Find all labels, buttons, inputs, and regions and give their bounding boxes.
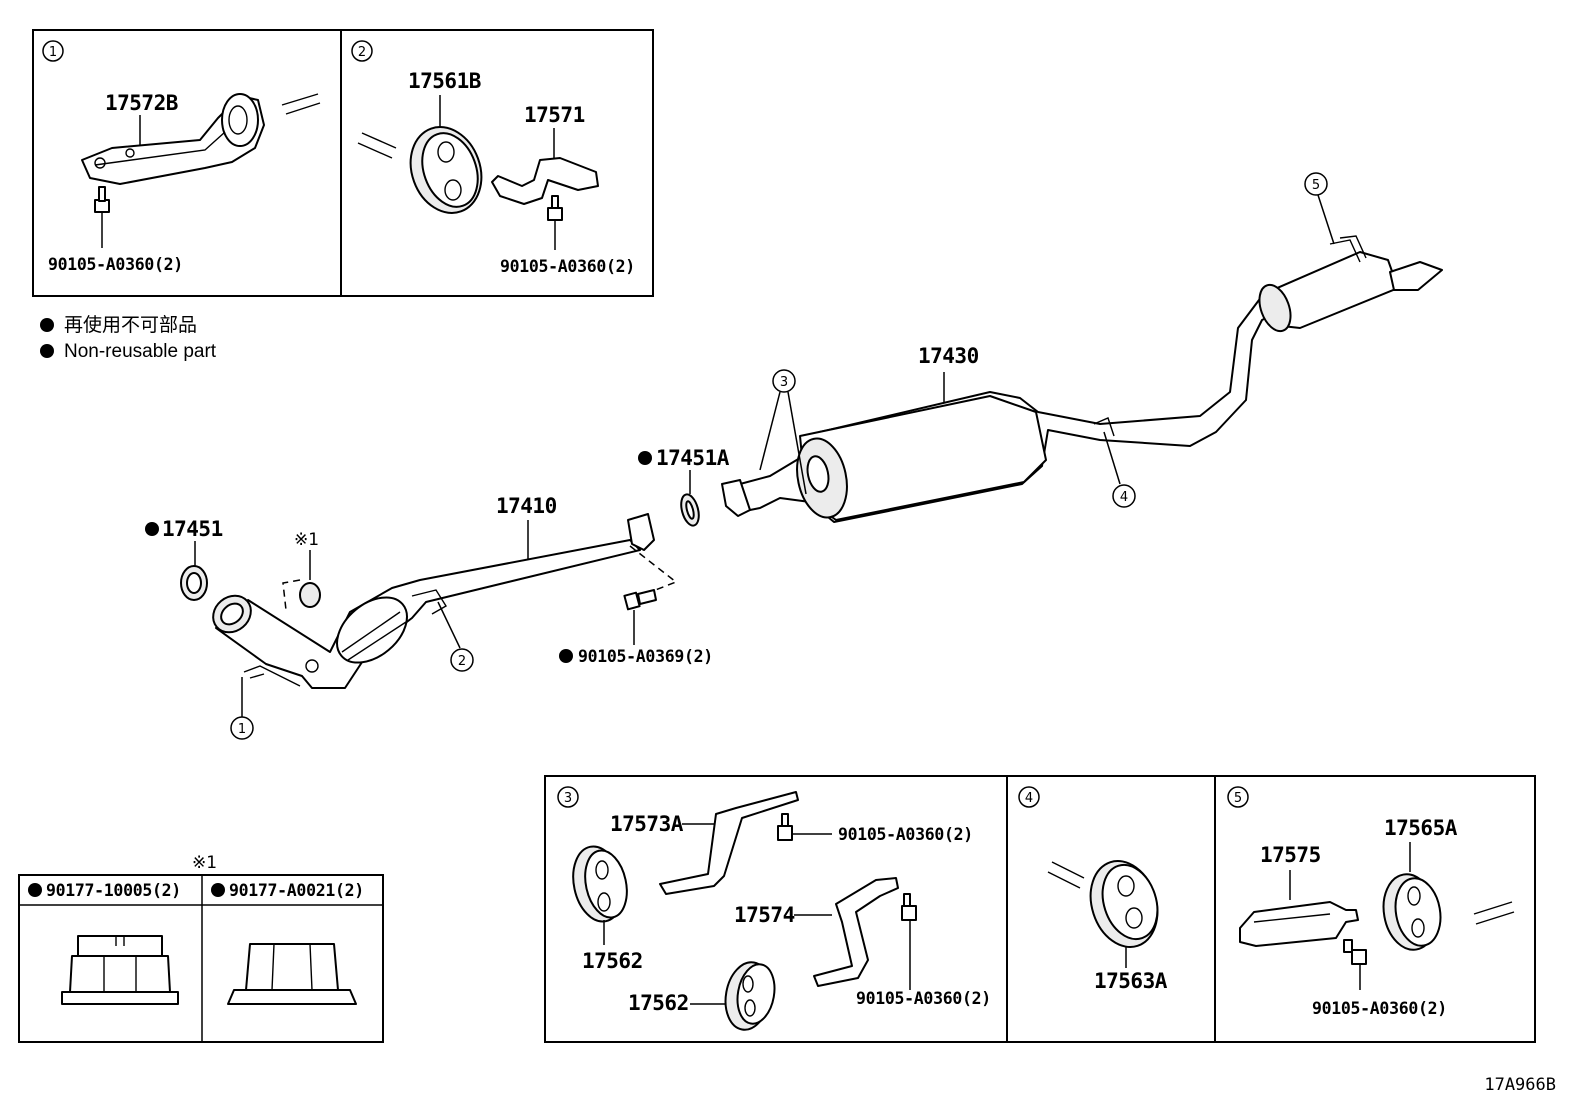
callout-5-num: 5 <box>1312 178 1320 193</box>
center-pipe-17430: 17430 <box>721 235 1443 523</box>
legend: 再使用不可部品 Non-reusable part <box>40 314 217 362</box>
support-17562-bottom-label: 17562 <box>628 991 689 1015</box>
rubber-support-17565A <box>1382 873 1442 951</box>
bolt-a-label: 90105-A0360(2) <box>838 825 973 844</box>
note-mark: ※1 <box>294 530 319 550</box>
gasket-17451A-label: 17451A <box>656 446 730 470</box>
bracket-17573A-label: 17573A <box>610 812 684 836</box>
nut-note-1: ※1 <box>282 530 321 611</box>
exhaust-hanger-17572B <box>81 95 265 185</box>
callout-2-num: 2 <box>458 654 466 669</box>
nut-table-note: ※1 <box>192 853 217 873</box>
bolt-icon <box>547 195 563 250</box>
callout-2: 2 <box>437 601 474 672</box>
flange-nut-icon <box>227 943 357 1005</box>
gasket-17451-label: 17451 <box>162 517 223 541</box>
inset-4: 4 17563A <box>1006 775 1216 1043</box>
bolt-A0369-label: 90105-A0369(2) <box>578 647 713 666</box>
support-17565A-label: 17565A <box>1384 816 1458 840</box>
rubber-support-17563A <box>1089 860 1159 968</box>
inset-2: 2 17561B 17571 90105-A0360(2) <box>340 29 654 297</box>
callout-4-num: 4 <box>1120 490 1128 505</box>
rubber-support-17562-bottom <box>690 961 776 1031</box>
bracket-17575-label: 17575 <box>1260 843 1321 867</box>
inset-4-callout: 4 <box>1025 791 1033 806</box>
bolt-5-label: 90105-A0360(2) <box>1312 999 1447 1018</box>
bolt-icon <box>901 893 917 990</box>
front-pipe-label: 17410 <box>496 494 557 518</box>
bolt-label: 90105-A0360(2) <box>500 257 635 276</box>
part-17572B-label: 17572B <box>105 91 178 115</box>
gasket-17451: 17451 <box>145 517 223 601</box>
callout-1-num: 1 <box>238 722 246 737</box>
part-17571-label: 17571 <box>524 103 585 127</box>
bracket-17571 <box>491 157 599 205</box>
inset-1-callout: 1 <box>49 45 57 60</box>
bolt-label: 90105-A0360(2) <box>48 255 183 274</box>
bolt-icon <box>1343 939 1367 990</box>
rubber-support-17561B <box>409 126 483 214</box>
callout-3-num: 3 <box>780 375 788 390</box>
legend-en: Non-reusable part <box>64 341 217 362</box>
inset-5: 5 17575 90105-A0360(2) 17565A <box>1214 775 1536 1043</box>
rubber-support-17562-top <box>572 845 628 945</box>
bolt-b-label: 90105-A0360(2) <box>856 989 991 1008</box>
bracket-17573A <box>659 791 799 895</box>
nut-table: ※1 90177-10005(2) 90177-A0021(2) <box>18 853 384 1043</box>
castle-nut-icon <box>61 935 179 1005</box>
front-pipe-17410: 17410 <box>212 494 655 689</box>
gasket-17451A: 17451A <box>638 446 730 527</box>
inset-5-callout: 5 <box>1234 791 1242 806</box>
inset-1: 1 17572B 90105-A0360(2) <box>32 29 342 297</box>
nut-b-label: 90177-A0021(2) <box>229 881 364 900</box>
center-pipe-label: 17430 <box>918 344 979 368</box>
inset-3-callout: 3 <box>564 791 572 806</box>
bracket-17575 <box>1239 901 1359 947</box>
nut-a-label: 90177-10005(2) <box>46 881 181 900</box>
callout-4: 4 <box>1103 431 1136 508</box>
callout-1: 1 <box>230 677 254 740</box>
inset-3: 3 17573A 90105-A0360(2) 17562 17574 <box>544 775 1008 1043</box>
callout-3: 3 <box>759 369 807 495</box>
bracket-17574 <box>813 877 899 987</box>
bracket-17574-label: 17574 <box>734 903 795 927</box>
support-17563A-label: 17563A <box>1094 969 1168 993</box>
bolt-A0369: 90105-A0369(2) <box>559 589 713 666</box>
bolt-icon <box>94 186 110 248</box>
callout-5: 5 <box>1304 172 1335 245</box>
support-17562-top-label: 17562 <box>582 949 643 973</box>
part-17561B-label: 17561B <box>408 69 481 93</box>
bolt-icon <box>777 813 832 841</box>
legend-jp: 再使用不可部品 <box>64 314 197 336</box>
inset-2-callout: 2 <box>358 45 366 60</box>
diagram-code: 17A966B <box>1484 1075 1556 1095</box>
